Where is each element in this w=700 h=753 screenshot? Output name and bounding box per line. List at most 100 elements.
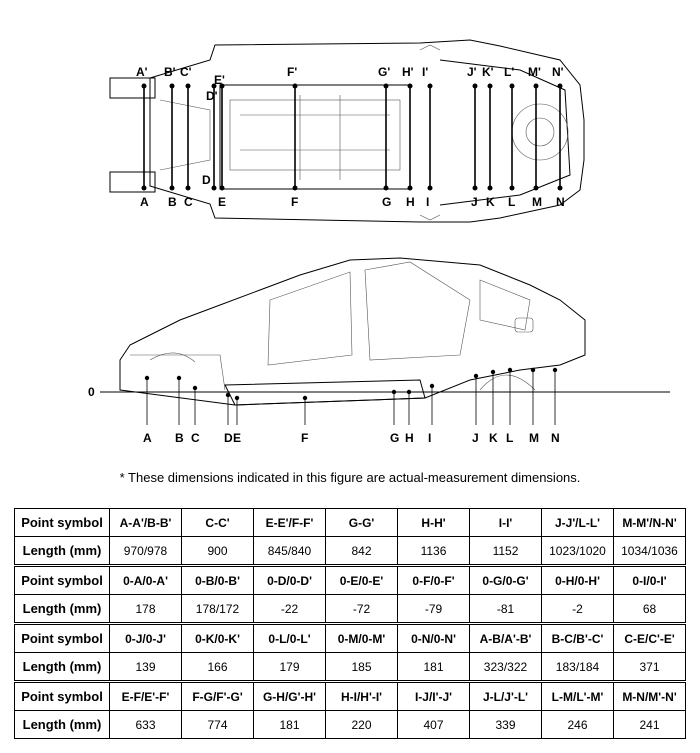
top-label-upper: A': [136, 65, 148, 79]
length-cell: 845/840: [253, 536, 326, 566]
top-label-lower: L: [508, 195, 515, 209]
top-label-lower: I: [426, 195, 429, 209]
point-symbol-cell: E-E'/F-F': [253, 508, 326, 537]
point-symbol-cell: A-A'/B-B': [109, 508, 182, 537]
length-cell: 179: [253, 652, 326, 682]
side-point: [144, 375, 150, 381]
length-header: Length (mm): [14, 594, 110, 624]
top-point-lower: [407, 185, 413, 191]
side-point: [507, 367, 513, 373]
length-cell: 970/978: [109, 536, 182, 566]
point-symbol-cell: G-G': [325, 508, 398, 537]
length-cell: 241: [613, 710, 686, 739]
length-cell: 371: [613, 652, 686, 682]
point-symbol-cell: M-N/M'-N': [613, 680, 686, 711]
side-label: A: [143, 431, 152, 445]
top-point-upper: [211, 83, 217, 89]
length-cell: 181: [253, 710, 326, 739]
top-label-upper: F': [287, 65, 297, 79]
top-label-upper: B': [164, 65, 176, 79]
top-point-lower: [427, 185, 433, 191]
length-cell: 246: [541, 710, 614, 739]
top-label-upper: M': [528, 65, 541, 79]
length-cell: 181: [397, 652, 470, 682]
point-symbol-header: Point symbol: [14, 508, 110, 537]
side-label: J: [472, 431, 479, 445]
top-point-lower: [557, 185, 563, 191]
top-label-upper: I': [422, 65, 428, 79]
side-point: [490, 369, 496, 375]
point-symbol-header: Point symbol: [14, 680, 110, 711]
side-label: E: [233, 431, 241, 445]
top-label-lower: B: [168, 195, 177, 209]
point-symbol-cell: 0-I/0-I': [613, 564, 686, 595]
underbody-top-view: [109, 39, 585, 223]
point-symbol-cell: 0-F/0-F': [397, 564, 470, 595]
point-symbol-header: Point symbol: [14, 622, 110, 653]
top-label-lower: G: [382, 195, 391, 209]
length-cell: 339: [469, 710, 542, 739]
top-label-upper: C': [180, 65, 192, 79]
top-point-lower: [211, 185, 217, 191]
point-symbol-cell: 0-K/0-K': [181, 622, 254, 653]
length-cell: 166: [181, 652, 254, 682]
point-symbol-cell: 0-L/0-L': [253, 622, 326, 653]
top-point-upper: [509, 83, 515, 89]
length-cell: -79: [397, 594, 470, 624]
length-cell: 178/172: [181, 594, 254, 624]
side-label: F: [301, 431, 308, 445]
point-symbol-cell: C-C': [181, 508, 254, 537]
length-cell: 900: [181, 536, 254, 566]
side-label: M: [529, 431, 539, 445]
top-label-lower: D: [202, 173, 211, 187]
point-symbol-cell: 0-E/0-E': [325, 564, 398, 595]
top-point-upper: [407, 83, 413, 89]
length-cell: 220: [325, 710, 398, 739]
top-point-lower: [533, 185, 539, 191]
top-point-lower: [383, 185, 389, 191]
point-symbol-cell: 0-D/0-D': [253, 564, 326, 595]
length-cell: -72: [325, 594, 398, 624]
side-point: [429, 383, 435, 389]
top-label-lower: A: [140, 195, 149, 209]
length-cell: 842: [325, 536, 398, 566]
top-label-lower: K: [486, 195, 495, 209]
top-point-lower: [169, 185, 175, 191]
side-point: [302, 395, 308, 401]
top-point-lower: [509, 185, 515, 191]
length-cell: 68: [613, 594, 686, 624]
top-label-lower: F: [291, 195, 298, 209]
point-symbol-cell: 0-N/0-N': [397, 622, 470, 653]
point-symbol-cell: 0-H/0-H': [541, 564, 614, 595]
point-symbol-cell: J-J'/L-L': [541, 508, 614, 537]
top-point-lower: [292, 185, 298, 191]
point-symbol-header: Point symbol: [14, 564, 110, 595]
side-point: [176, 375, 182, 381]
top-point-lower: [219, 185, 225, 191]
length-cell: 407: [397, 710, 470, 739]
point-symbol-cell: I-I': [469, 508, 542, 537]
top-label-upper: J': [467, 65, 477, 79]
top-point-upper: [487, 83, 493, 89]
top-label-upper: H': [402, 65, 414, 79]
point-symbol-cell: 0-B/0-B': [181, 564, 254, 595]
point-symbol-cell: L-M/L'-M': [541, 680, 614, 711]
point-symbol-cell: 0-J/0-J': [109, 622, 182, 653]
top-point-upper: [533, 83, 539, 89]
top-label-upper: K': [482, 65, 494, 79]
top-point-upper: [557, 83, 563, 89]
top-point-upper: [427, 83, 433, 89]
length-cell: -81: [469, 594, 542, 624]
length-cell: 1136: [397, 536, 470, 566]
top-point-upper: [383, 83, 389, 89]
length-cell: 1152: [469, 536, 542, 566]
top-label-upper: G': [378, 65, 390, 79]
